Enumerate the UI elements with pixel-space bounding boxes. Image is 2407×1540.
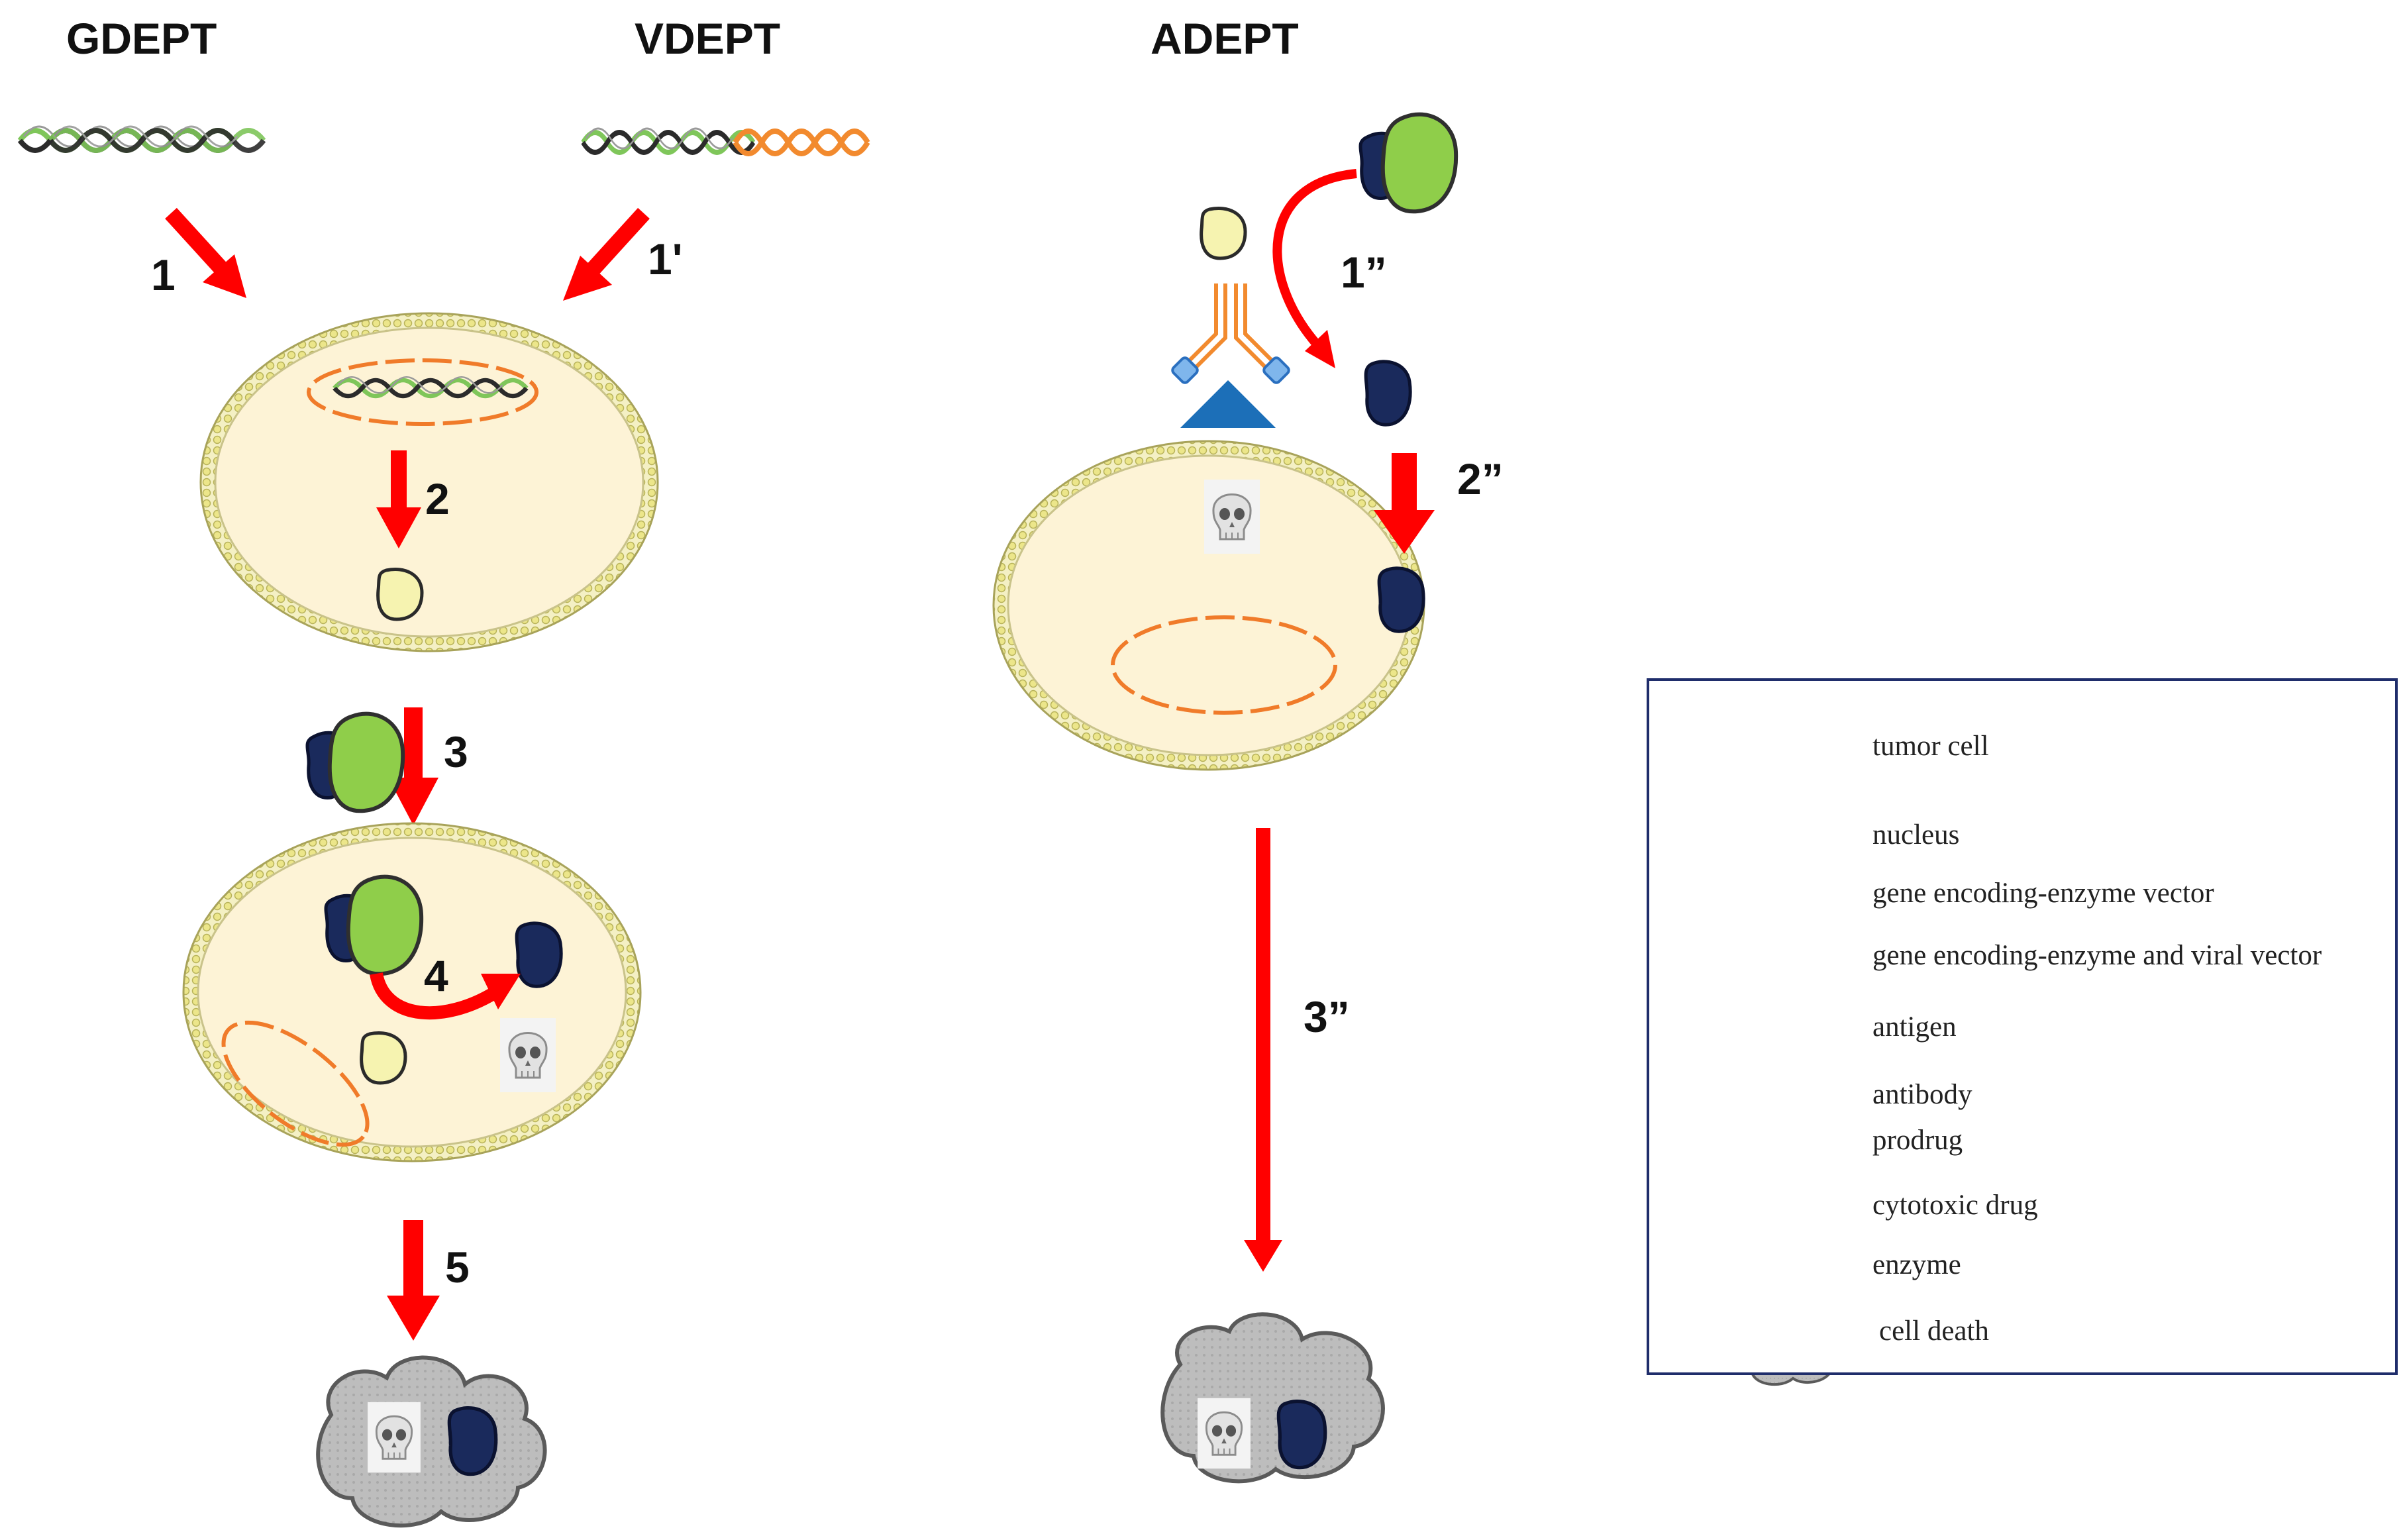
- legend-label-antigen: antigen: [1872, 1011, 1957, 1043]
- vdept-title: VDEPT: [635, 14, 781, 63]
- legend-box: [1647, 678, 2398, 1375]
- adept-prodrug-icon: [1360, 115, 1456, 212]
- step-2-double-prime-label: 2”: [1457, 454, 1504, 503]
- adept-skull-icon: [1203, 478, 1261, 555]
- legend-label-cell-death: cell death: [1879, 1315, 1989, 1347]
- step-1-label: 1: [151, 250, 176, 299]
- arrow-step-2-double-prime: [1374, 453, 1435, 554]
- step-5-label: 5: [445, 1243, 470, 1292]
- step-2-label: 2: [425, 474, 450, 523]
- tumor-cell-adept: [992, 440, 1425, 771]
- arrow-step-5: [387, 1220, 440, 1341]
- adept-enzyme-icon: [1202, 208, 1245, 258]
- arrow-step-3: [388, 707, 438, 825]
- arrow-step-4: [370, 972, 521, 1020]
- legend-label-prodrug: prodrug: [1872, 1125, 1963, 1156]
- enzyme-in-cell-icon: [362, 1033, 405, 1083]
- legend-label-tumor-cell: tumor cell: [1872, 731, 1989, 762]
- arrow-step-1-double-prime: [1272, 169, 1357, 368]
- step-1-double-prime-label: 1”: [1341, 248, 1387, 297]
- legend-label-cytotoxic-drug: cytotoxic drug: [1872, 1190, 2038, 1221]
- legend-label-antibody: antibody: [1872, 1079, 1972, 1110]
- antigen-icon: [1180, 380, 1276, 428]
- adept-drug-in-cell-icon: [1379, 568, 1423, 631]
- skull-icon: [499, 1017, 557, 1094]
- legend-label-gene-vector: gene encoding-enzyme vector: [1872, 878, 2214, 909]
- step-3-double-prime-label: 3”: [1304, 992, 1350, 1041]
- step-3-label: 3: [444, 727, 468, 776]
- adept-cytotoxic-drug-icon: [1366, 362, 1410, 425]
- tumor-cell-gdept-top: [199, 312, 659, 652]
- gene-vector-dna-icon: [20, 127, 264, 150]
- arrow-step-2: [376, 450, 421, 548]
- cell-death-gdept: [316, 1355, 547, 1528]
- arrow-step-1-prime: [563, 207, 650, 301]
- gdept-title: GDEPT: [66, 14, 217, 63]
- antibody-icon: [1171, 283, 1290, 384]
- adept-title: ADEPT: [1151, 14, 1299, 63]
- cell-death-adept: [1160, 1312, 1385, 1484]
- arrow-step-3-double-prime: [1244, 828, 1282, 1272]
- legend-label-viral-vector: gene encoding-enzyme and viral vector: [1872, 940, 2322, 971]
- legend-label-enzyme: enzyme: [1872, 1249, 1961, 1280]
- step-1-prime-label: 1': [648, 234, 682, 283]
- viral-vector-dna-icon: [583, 128, 870, 156]
- prodrug-icon: [307, 714, 403, 811]
- enzyme-icon: [378, 569, 422, 619]
- arrow-step-1: [165, 207, 246, 298]
- step-4-label: 4: [424, 951, 448, 1000]
- cytotoxic-drug-in-cell-icon: [517, 923, 561, 986]
- legend-label-nucleus: nucleus: [1872, 819, 1960, 850]
- tumor-cell-gdept-bottom: [182, 822, 642, 1162]
